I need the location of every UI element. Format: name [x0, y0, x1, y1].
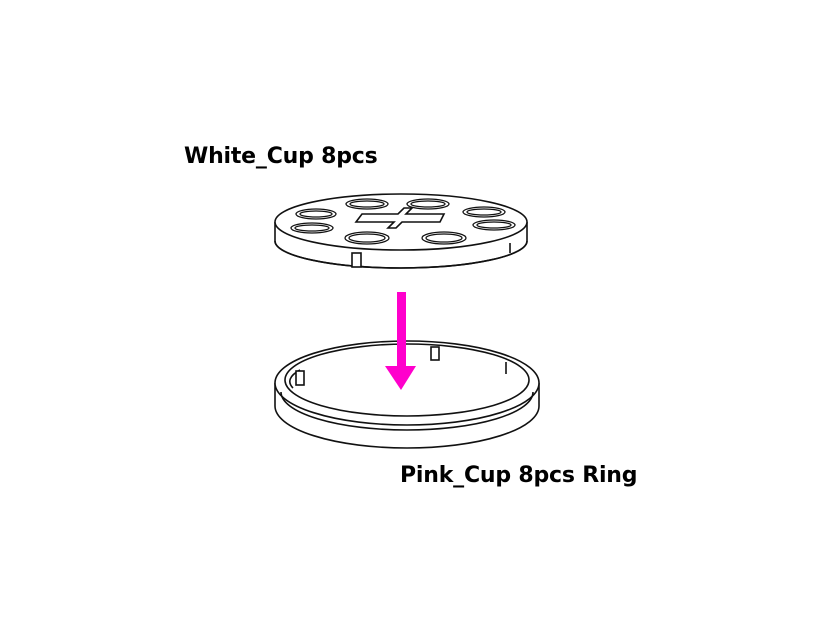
down-arrow-icon	[385, 292, 416, 390]
white-cup-label: White_Cup 8pcs	[184, 144, 378, 169]
cup-cavity	[349, 200, 385, 208]
cup-cavity	[466, 208, 502, 216]
cup-cavity	[299, 210, 333, 218]
disc-bottom-edge	[274, 240, 528, 269]
ring-front-edge	[280, 391, 534, 431]
ring-tab	[430, 346, 440, 361]
arrow-head	[385, 366, 416, 390]
cup-cavities	[290, 198, 516, 245]
pink-cup-ring-label: Pink_Cup 8pcs Ring	[400, 463, 638, 488]
cup-cavity	[476, 221, 512, 229]
cup-cavity	[294, 224, 330, 232]
cup-cavity	[348, 233, 386, 243]
white-cup-disc	[274, 193, 528, 269]
disc-side-notch	[351, 252, 362, 268]
ring-tab	[295, 370, 305, 386]
disc-center-cross	[354, 207, 446, 229]
cup-cavity	[410, 200, 446, 208]
cup-cavity	[425, 233, 463, 243]
pink-cup-ring	[274, 340, 540, 449]
arrow-shaft	[397, 292, 406, 368]
